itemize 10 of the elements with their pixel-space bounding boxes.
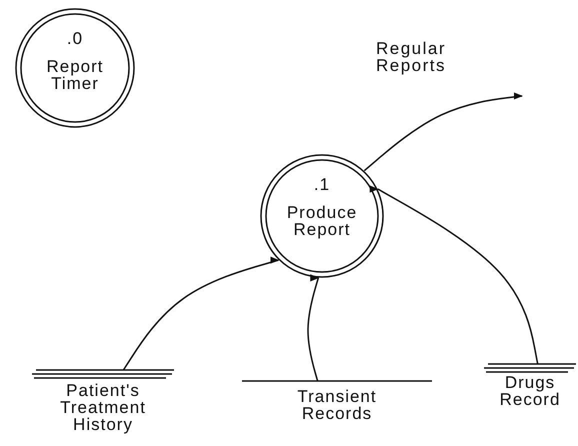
process-number: .1 <box>312 176 332 193</box>
arrow <box>122 258 280 371</box>
process-name: Produce Report <box>286 204 358 238</box>
store-name: Transient Records <box>296 388 378 422</box>
process-number: .0 <box>66 30 84 47</box>
process-name: Report Timer <box>45 58 105 92</box>
store-name: Patient's Treatment History <box>59 382 147 433</box>
store-name: Drugs Record <box>498 374 562 408</box>
arrow <box>364 93 523 172</box>
arrow <box>307 277 320 382</box>
